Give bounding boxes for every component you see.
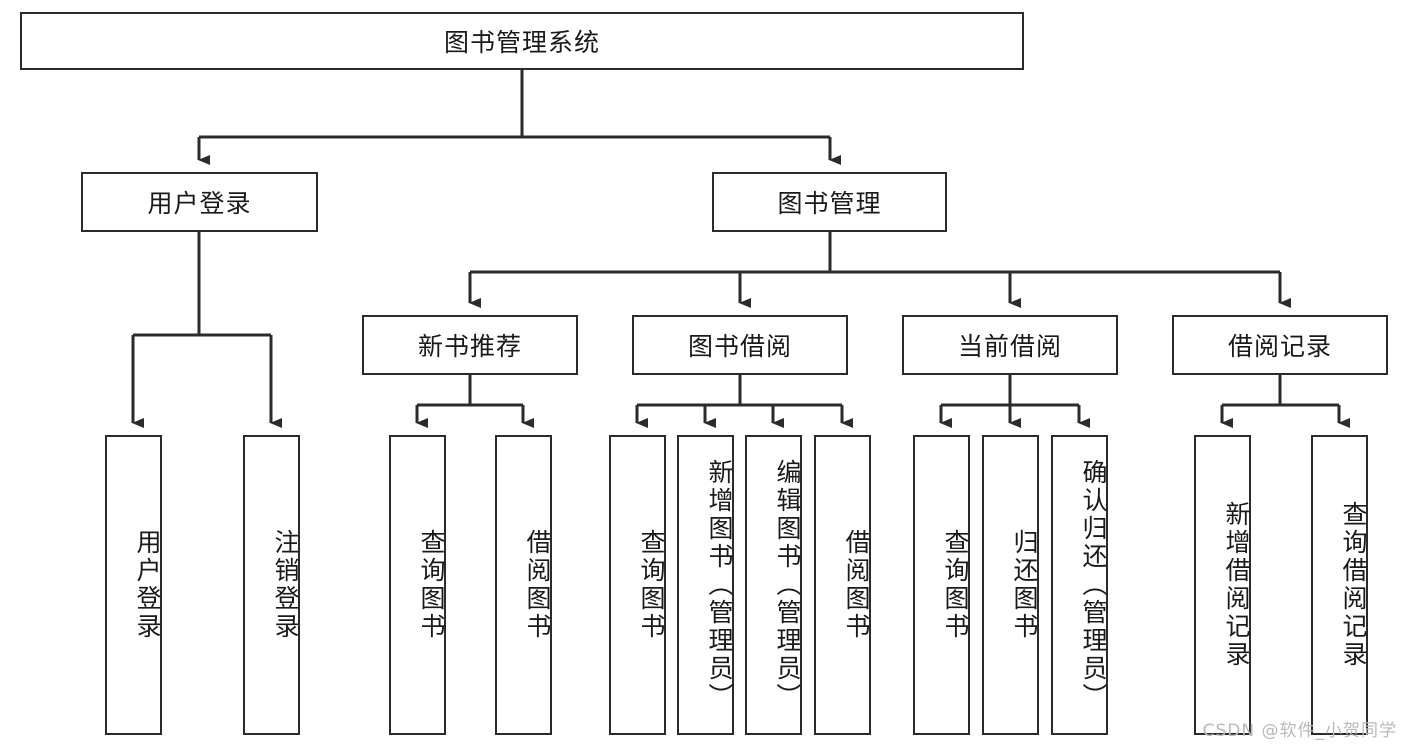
node-label: 用户登录: [147, 189, 252, 218]
node-label: 借阅图书: [842, 529, 871, 641]
watermark-text: CSDN @软件_小贺同学: [1202, 721, 1397, 741]
node-label: 新增图书（管理员）: [705, 459, 734, 711]
leaf-book-borrow-edit-book-admin[interactable]: 编辑图书（管理员）: [745, 435, 802, 735]
leaf-borrow-record-add-record[interactable]: 新增借阅记录: [1194, 435, 1251, 735]
node-label: 新增借阅记录: [1222, 501, 1251, 669]
node-label: 图书管理: [777, 189, 882, 218]
leaf-book-borrow-add-book-admin[interactable]: 新增图书（管理员）: [677, 435, 734, 735]
node-label: 编辑图书（管理员）: [773, 459, 802, 711]
leaf-new-book-query-book[interactable]: 查询图书: [389, 435, 446, 735]
node-label: 新书推荐: [417, 332, 522, 361]
node-new-book-recommend[interactable]: 新书推荐: [362, 315, 578, 375]
node-label: 借阅图书: [523, 529, 552, 641]
node-label: 查询图书: [941, 529, 970, 641]
node-book-borrow[interactable]: 图书借阅: [632, 315, 848, 375]
node-label: 借阅记录: [1227, 332, 1332, 361]
node-borrow-record[interactable]: 借阅记录: [1172, 315, 1388, 375]
node-label: 归还图书: [1010, 529, 1039, 641]
leaf-user-login-logout[interactable]: 注销登录: [243, 435, 300, 735]
leaf-current-borrow-confirm-return-admin[interactable]: 确认归还（管理员）: [1051, 435, 1108, 735]
node-label: 确认归还（管理员）: [1079, 459, 1108, 711]
leaf-user-login-login[interactable]: 用户登录: [105, 435, 162, 735]
node-current-borrow[interactable]: 当前借阅: [902, 315, 1118, 375]
node-label: 注销登录: [271, 529, 300, 641]
leaf-current-borrow-return-book[interactable]: 归还图书: [982, 435, 1039, 735]
node-book-management[interactable]: 图书管理: [712, 172, 947, 232]
node-root-book-management-system[interactable]: 图书管理系统: [20, 12, 1024, 70]
leaf-current-borrow-query-book[interactable]: 查询图书: [913, 435, 970, 735]
node-label: 图书借阅: [687, 332, 792, 361]
node-label: 查询借阅记录: [1339, 501, 1368, 669]
node-label: 当前借阅: [957, 332, 1062, 361]
node-label: 用户登录: [133, 529, 162, 641]
leaf-book-borrow-borrow-book[interactable]: 借阅图书: [814, 435, 871, 735]
node-label: 图书管理系统: [443, 28, 600, 57]
node-label: 查询图书: [417, 529, 446, 641]
node-label: 查询图书: [637, 529, 666, 641]
leaf-borrow-record-query-record[interactable]: 查询借阅记录: [1311, 435, 1368, 735]
leaf-book-borrow-query-book[interactable]: 查询图书: [609, 435, 666, 735]
node-user-login[interactable]: 用户登录: [81, 172, 318, 232]
leaf-new-book-borrow-book[interactable]: 借阅图书: [495, 435, 552, 735]
